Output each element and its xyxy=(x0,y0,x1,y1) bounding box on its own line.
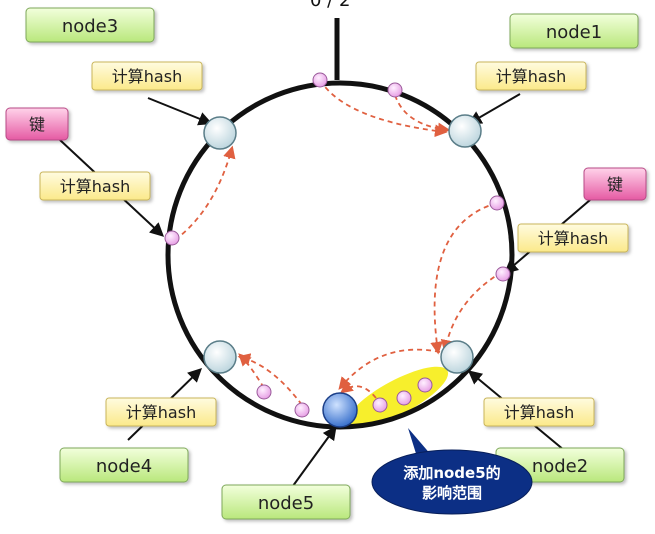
data-point xyxy=(417,377,433,393)
hash-box-key-right xyxy=(517,223,629,253)
key-label-right: 键 xyxy=(607,175,623,194)
key-box-left xyxy=(5,107,69,141)
data-point xyxy=(396,390,412,406)
data-point xyxy=(312,72,328,88)
ring-node-node4 xyxy=(203,340,237,374)
hash-label-node2: 计算hash xyxy=(504,403,574,422)
callout-line2: 影响范围 xyxy=(422,484,482,502)
node1-box xyxy=(509,13,639,49)
hash-label-node4: 计算hash xyxy=(126,403,196,422)
data-point xyxy=(256,384,272,400)
node3-box xyxy=(25,7,155,43)
data-point xyxy=(387,82,403,98)
ring-node-node1 xyxy=(448,114,482,148)
data-point xyxy=(372,397,388,413)
node5-callout: 添加node5的 影响范围 xyxy=(371,428,533,515)
node4-box xyxy=(59,447,189,483)
node3-label: node3 xyxy=(62,16,118,37)
hash-box-node3 xyxy=(91,61,203,91)
hash-label-node3: 计算hash xyxy=(112,67,182,86)
ring-node-node5 xyxy=(322,392,358,428)
node5-label: node5 xyxy=(258,493,314,514)
ring-node-node3 xyxy=(203,116,237,150)
hash-label-node1: 计算hash xyxy=(496,67,566,86)
data-point xyxy=(495,266,511,282)
data-points xyxy=(164,72,511,418)
key-label-left: 键 xyxy=(29,115,45,134)
hash-label-key-left: 计算hash xyxy=(60,177,130,196)
hash-box-node2 xyxy=(483,397,595,427)
hash-box-node1 xyxy=(475,61,587,91)
ring-node-node2 xyxy=(440,340,474,374)
key-box-right xyxy=(583,167,647,201)
data-point xyxy=(294,402,310,418)
mapping-arrows xyxy=(174,79,503,406)
data-point xyxy=(489,195,505,211)
node4-label: node4 xyxy=(96,456,152,477)
ring-origin-label: 0 / 2³² xyxy=(310,0,365,11)
node1-label: node1 xyxy=(546,22,602,43)
data-point xyxy=(164,230,180,246)
node5-box xyxy=(221,484,351,520)
node2-label: node2 xyxy=(532,456,588,477)
hash-box-key-left xyxy=(39,171,151,201)
hash-box-node4 xyxy=(105,397,217,427)
callout-line1: 添加node5的 xyxy=(403,464,500,482)
hash-label-key-right: 计算hash xyxy=(538,229,608,248)
